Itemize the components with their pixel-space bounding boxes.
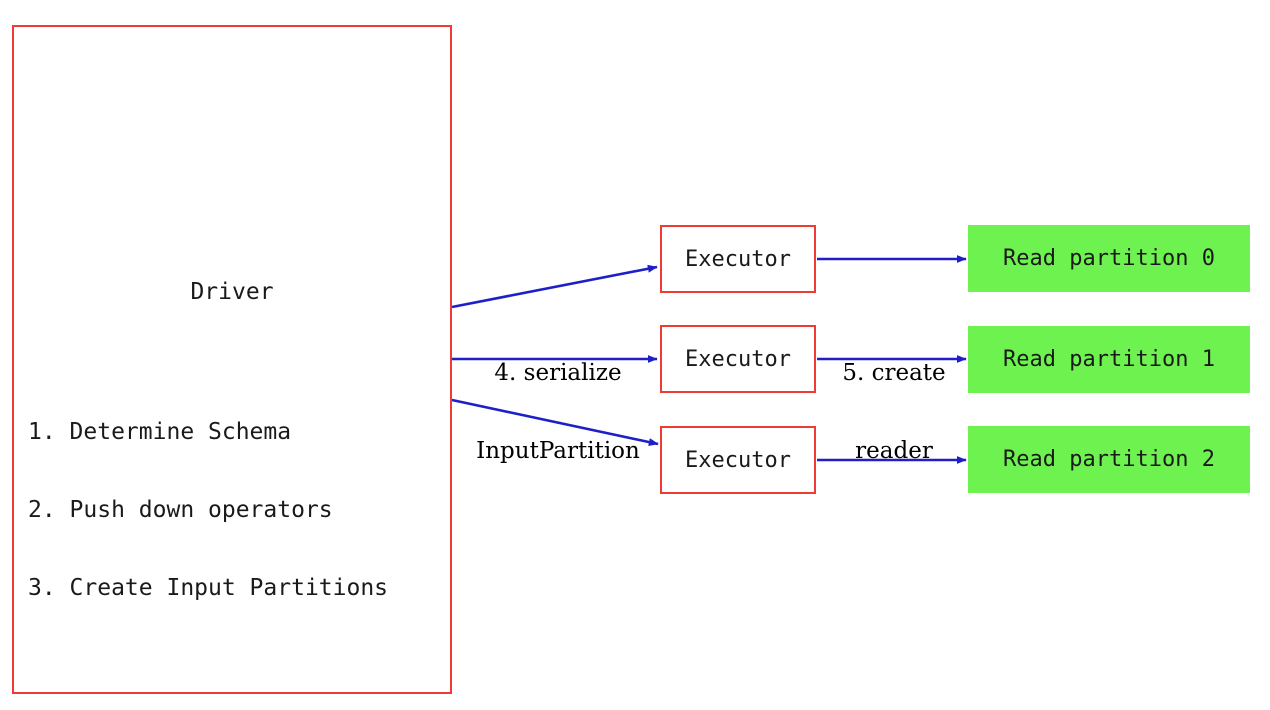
edge-label-serialize-line-2: InputPartition	[476, 438, 640, 464]
driver-box[interactable]: Driver 1. Determine Schema 2. Push down …	[12, 25, 452, 694]
driver-steps-list: 1. Determine Schema 2. Push down operato…	[28, 367, 388, 653]
edge-label-create-line-1: 5. create	[842, 360, 946, 386]
partition-box-2[interactable]: Read partition 2	[968, 426, 1250, 493]
driver-step-1: 1. Determine Schema	[28, 419, 292, 445]
driver-step-2: 2. Push down operators	[28, 497, 333, 523]
edge-label-create-reader: 5. create reader	[820, 308, 968, 516]
driver-step-3: 3. Create Input Partitions	[28, 575, 389, 601]
driver-title: Driver	[190, 279, 274, 305]
executor-box-2[interactable]: Executor	[660, 325, 816, 393]
edge-label-serialize: 4. serialize InputPartition	[455, 308, 661, 516]
arrow-driver-to-executor-1	[451, 264, 658, 309]
executor-box-1[interactable]: Executor	[660, 225, 816, 293]
edge-label-create-line-2: reader	[855, 438, 933, 464]
partition-box-1[interactable]: Read partition 1	[968, 326, 1250, 393]
edge-label-serialize-line-1: 4. serialize	[494, 360, 622, 386]
executor-box-3[interactable]: Executor	[660, 426, 816, 494]
partition-box-0[interactable]: Read partition 0	[968, 225, 1250, 292]
